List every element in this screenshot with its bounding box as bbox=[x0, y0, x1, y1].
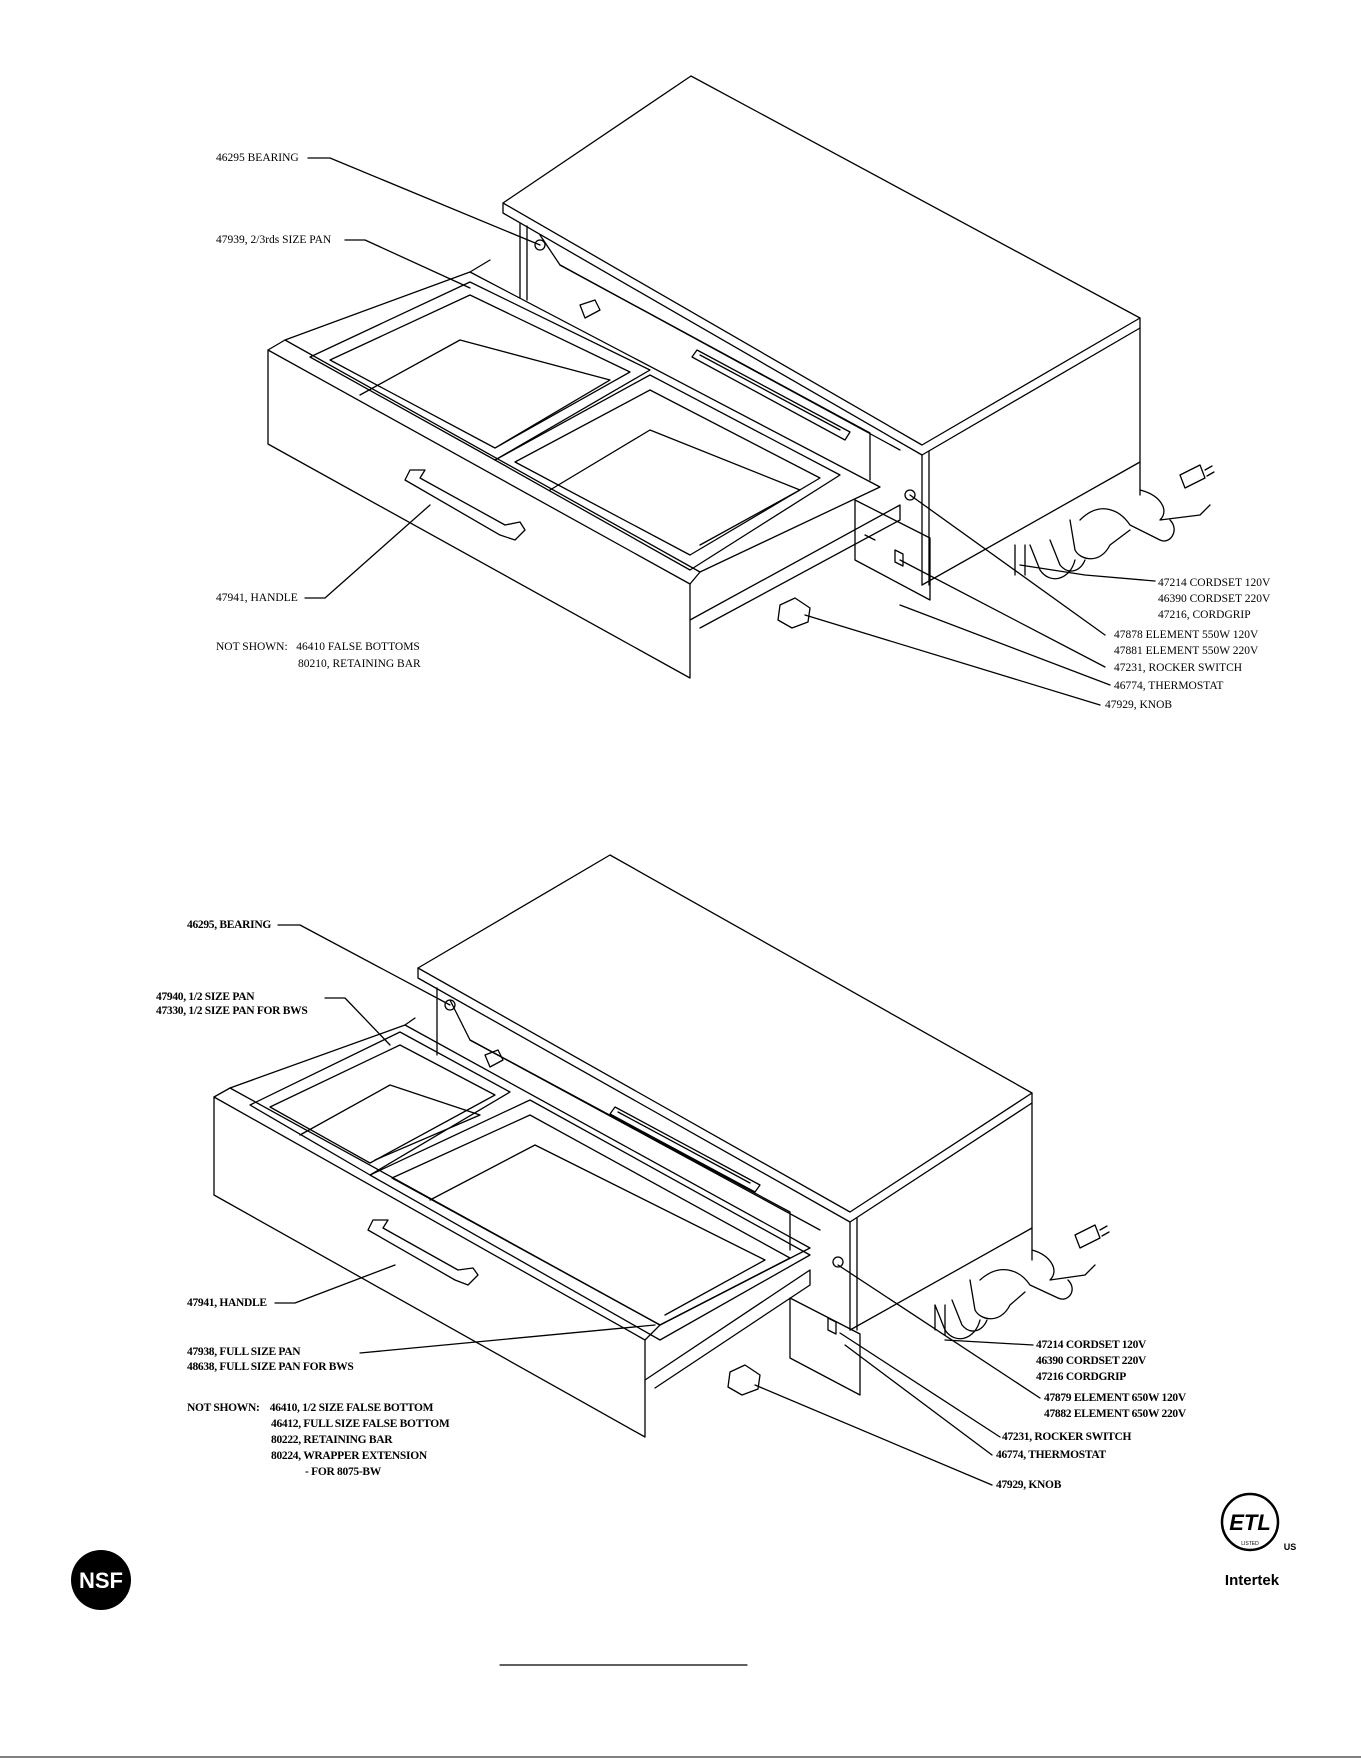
label-full-pan-2a: 47938, FULL SIZE PAN bbox=[187, 1346, 301, 1358]
label-full-pan-2b: 48638, FULL SIZE PAN FOR BWS bbox=[187, 1361, 354, 1373]
drawer-handle-2 bbox=[367, 1219, 479, 1286]
label-pan-2b: 47330, 1/2 SIZE PAN FOR BWS bbox=[156, 1005, 308, 1017]
bearing-1 bbox=[534, 239, 546, 251]
label-not-shown-2c: 80222, RETAINING BAR bbox=[271, 1434, 393, 1446]
label-not-shown-2b: 46412, FULL SIZE FALSE BOTTOM bbox=[271, 1418, 450, 1430]
label-cordset-2b: 46390 CORDSET 220V bbox=[1036, 1355, 1147, 1367]
rear-handle bbox=[691, 349, 851, 441]
label-knob-2: 47929, KNOB bbox=[996, 1479, 1062, 1491]
leader-knob-1 bbox=[804, 614, 1101, 706]
label-handle-2: 47941, HANDLE bbox=[187, 1297, 267, 1309]
label-not-shown-1a: NOT SHOWN: 46410 FALSE BOTTOMS bbox=[216, 641, 420, 653]
bearing-2 bbox=[444, 999, 456, 1011]
etl-logo-text: ETL bbox=[1229, 1510, 1271, 1535]
label-not-shown-2e: - FOR 8075-BW bbox=[305, 1466, 381, 1478]
leader-knob-2 bbox=[754, 1384, 993, 1486]
label-thermostat-2: 46774, THERMOSTAT bbox=[996, 1449, 1106, 1461]
label-pan-2a: 47940, 1/2 SIZE PAN bbox=[156, 991, 255, 1003]
power-plug-2 bbox=[1074, 1224, 1101, 1249]
drawer-front-2 bbox=[213, 1096, 646, 1438]
label-element-2a: 47879 ELEMENT 650W 120V bbox=[1044, 1392, 1186, 1404]
leader-pan-1 bbox=[344, 239, 471, 289]
nsf-logo-text: NSF bbox=[79, 1568, 123, 1593]
leader-rocker-2 bbox=[839, 1332, 1001, 1438]
label-cordset-2a: 47214 CORDSET 120V bbox=[1036, 1339, 1147, 1351]
label-pan-1: 47939, 2/3rds SIZE PAN bbox=[216, 234, 332, 246]
warmer-drawer-diagram-1 bbox=[267, 75, 1215, 706]
label-cordset-1a: 47214 CORDSET 120V bbox=[1158, 577, 1271, 589]
etl-logo: ETL LISTED US Intertek bbox=[1220, 1492, 1297, 1589]
label-rocker-1: 47231, ROCKER SWITCH bbox=[1114, 662, 1243, 674]
nsf-logo: NSF bbox=[71, 1550, 131, 1610]
label-element-2b: 47882 ELEMENT 650W 220V bbox=[1044, 1408, 1186, 1420]
leader-handle-1 bbox=[304, 504, 431, 599]
label-knob-1: 47929, KNOB bbox=[1105, 699, 1173, 711]
leader-element-1 bbox=[909, 494, 1106, 636]
pan-1-2-size bbox=[249, 1031, 511, 1176]
label-handle-1: 47941, HANDLE bbox=[216, 592, 298, 604]
label-not-shown-1b: 80210, RETAINING BAR bbox=[298, 658, 421, 670]
leader-bearing-2 bbox=[277, 924, 451, 1006]
label-element-1a: 47878 ELEMENT 550W 120V bbox=[1114, 629, 1259, 641]
etl-us-text: US bbox=[1284, 1542, 1297, 1552]
leader-cordset-2 bbox=[944, 1339, 1034, 1346]
leader-bearing-1 bbox=[307, 157, 541, 246]
power-plug-1 bbox=[1179, 464, 1206, 489]
leader-element-2 bbox=[837, 1264, 1041, 1399]
rear-handle-2 bbox=[609, 1106, 761, 1193]
label-not-shown-2a: NOT SHOWN: 46410, 1/2 SIZE FALSE BOTTOM bbox=[187, 1402, 434, 1414]
pan-full-size bbox=[369, 1099, 811, 1341]
rocker-switch-1 bbox=[894, 549, 904, 567]
leader-full-pan-2 bbox=[359, 1324, 656, 1354]
knob-2 bbox=[727, 1364, 761, 1396]
intertek-text: Intertek bbox=[1225, 1572, 1280, 1589]
knob-1 bbox=[777, 597, 811, 629]
leader-thermostat-2 bbox=[844, 1344, 993, 1456]
label-bearing-2: 46295, BEARING bbox=[187, 919, 271, 931]
label-bearing-1: 46295 BEARING bbox=[216, 152, 299, 164]
leader-rocker-1 bbox=[899, 559, 1106, 668]
label-rocker-2: 47231, ROCKER SWITCH bbox=[1002, 1431, 1132, 1443]
label-thermostat-1: 46774, THERMOSTAT bbox=[1114, 680, 1224, 692]
label-not-shown-2d: 80224, WRAPPER EXTENSION bbox=[271, 1450, 427, 1462]
leader-handle-2 bbox=[274, 1264, 396, 1304]
drawer-front bbox=[267, 349, 691, 679]
leader-thermostat-1 bbox=[899, 604, 1111, 686]
leader-cordset-1 bbox=[1019, 564, 1156, 582]
drawer-handle-1 bbox=[404, 469, 526, 541]
label-cordgrip-2: 47216 CORDGRIP bbox=[1036, 1371, 1127, 1383]
rocker-switch-2 bbox=[827, 1317, 837, 1335]
label-cordset-1b: 46390 CORDSET 220V bbox=[1158, 593, 1271, 605]
label-cordgrip-1: 47216, CORDGRIP bbox=[1158, 609, 1251, 621]
label-element-1b: 47881 ELEMENT 550W 220V bbox=[1114, 645, 1259, 657]
warmer-drawer-diagram-2 bbox=[213, 854, 1110, 1486]
leader-pan-2 bbox=[324, 997, 391, 1046]
pan-right bbox=[494, 374, 841, 571]
etl-listed-text: LISTED bbox=[1241, 1541, 1259, 1547]
pan-2-3-size bbox=[309, 281, 651, 461]
